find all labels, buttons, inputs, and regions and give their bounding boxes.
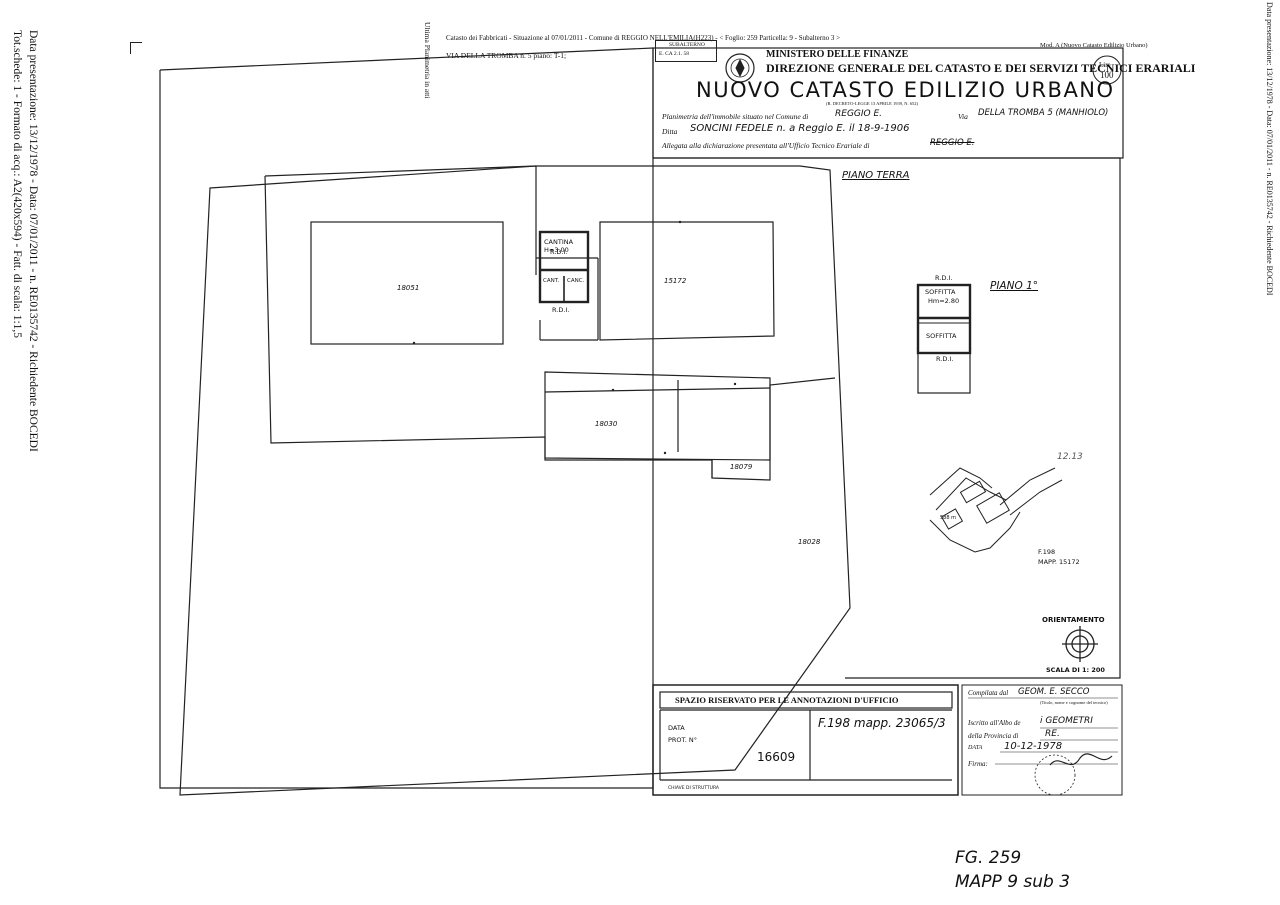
allegata-label: Allegata alla dichiarazione presentata a… [662, 141, 870, 150]
office-handwritten: F.198 mapp. 23065/3 [818, 716, 946, 730]
block-middle [544, 371, 771, 461]
via-label: Via [958, 112, 968, 121]
soffitta-label-2: SOFFITTA [926, 332, 957, 340]
subalterno-value: E. CA 2.1. 58 [659, 51, 689, 57]
office-data-label: DATA [668, 724, 685, 732]
compass-rose [1062, 626, 1098, 662]
firma-label: Firma: [968, 760, 988, 768]
block-left [310, 221, 504, 345]
map-caption-2: MAPP. 15172 [1038, 558, 1080, 566]
corner-mark [130, 42, 142, 54]
subalterno-label: SUBALTERNO [669, 42, 705, 48]
compilata-sub: (Titolo, nome e cognome del tecnico) [1040, 700, 1108, 705]
page-mark: 12.13 [1057, 452, 1083, 462]
ditta-value: SONCINI FEDELE n. a Reggio E. il 18-9-19… [690, 123, 910, 134]
office-box-title: SPAZIO RISERVATO PER LE ANNOTAZIONI D'UF… [675, 695, 899, 705]
soffitta-label: SOFFITTA [925, 288, 956, 296]
planimetria-label: Planimetria dell'immobile situato nel Co… [662, 112, 809, 121]
cantina-label: CANTINA [544, 238, 574, 246]
lot-outline [179, 165, 851, 796]
location-map [929, 467, 1063, 553]
lire-badge [1092, 55, 1122, 85]
office-prot-label: PROT. N° [668, 736, 697, 744]
map-caption-1: F.198 [1038, 548, 1056, 556]
iscritto-label: Iscritto all'Albo de [968, 719, 1021, 727]
cantina-h-label: H=3.00 [544, 246, 569, 254]
signature-squiggle [1049, 753, 1113, 766]
lire-label: Lire [1099, 61, 1111, 69]
parcel-big-number: 18028 [798, 538, 821, 546]
decree-label: (R. DECRETO-LEGGE 13 APRILE 1939, N. 652… [826, 101, 919, 106]
bottom-note-line2: MAPP 9 sub 3 [955, 872, 1071, 892]
map-note: 588 m [940, 515, 957, 521]
compiler-box-frame [961, 684, 1123, 796]
rdi-cantina-top: R.D.I. [550, 248, 568, 256]
block-right [599, 221, 775, 341]
soffitta-h-label: Hm=2.80 [928, 297, 960, 305]
office-box-frame [652, 684, 959, 796]
header-strip-line2: VIA DELLA TROMBA n. 5 piano: T-1; [446, 51, 567, 60]
seal-stamp [1034, 754, 1076, 796]
ministry-label: MINISTERO DELLE FINANZE [766, 49, 909, 60]
parcel-small-number: 18079 [730, 463, 753, 471]
comune-value: REGGIO E. [835, 109, 883, 119]
rdi-soffitta-bottom: R.D.I. [936, 355, 954, 363]
rdi-cantina-bottom: R.D.I. [552, 306, 570, 314]
canc-label: CANC. [567, 278, 585, 284]
scala-label: SCALA DI 1: 200 [1046, 666, 1105, 674]
iscritto-value: i GEOMETRI [1040, 716, 1093, 726]
piano-primo-label: PIANO 1° [990, 280, 1038, 292]
sheet-top-edge [159, 47, 654, 71]
header-strip-line1: Catasto dei Fabbricati - Situazione al 0… [446, 34, 841, 42]
parcel-mid-number: 18030 [595, 420, 618, 428]
rdi-soffitta-top: R.D.I. [935, 274, 953, 282]
parcel-right-number: 15172 [664, 277, 687, 285]
direzione-label: DIREZIONE GENERALE DEL CATASTO E DEI SER… [766, 61, 1196, 75]
lire-value: 100 [1100, 70, 1114, 80]
compilata-label: Compilata dal [968, 689, 1009, 697]
tick-marks [412, 220, 737, 455]
allegata-value: REGGIO E. [930, 138, 975, 148]
office-footer: CHIAVE DI STRUTTURA [668, 786, 719, 791]
cant-label: CANT. [543, 278, 560, 284]
office-number: 16609 [757, 750, 796, 764]
subalterno-box: SUBALTERNO E. CA 2.1. 58 [655, 40, 717, 62]
provincia-label: della Provincia di [968, 732, 1019, 740]
form-title: NUOVO CATASTO EDILIZIO URBANO [696, 78, 1115, 102]
right-frame [653, 157, 1121, 679]
piano-terra-label: PIANO TERRA [842, 170, 910, 181]
ministry-emblem [725, 53, 755, 83]
compiler-data-label: DATA [968, 745, 983, 751]
model-code: Mod. A (Nuovo Catasto Edilizio Urbano) [1040, 42, 1148, 49]
ditta-label: Ditta [662, 127, 678, 136]
compiler-data-value: 10-12-1978 [1004, 741, 1063, 752]
parcel-left-number: 18051 [397, 284, 420, 292]
orientamento-label: ORIENTAMENTO [1042, 616, 1105, 624]
sheet-frame [159, 70, 653, 789]
bottom-note-line1: FG. 259 [955, 848, 1022, 868]
provincia-value: RE. [1045, 729, 1060, 739]
compilata-value: GEOM. E. SECCO [1018, 687, 1090, 697]
via-value: DELLA TROMBA 5 (MANHIOLO) [978, 108, 1109, 118]
